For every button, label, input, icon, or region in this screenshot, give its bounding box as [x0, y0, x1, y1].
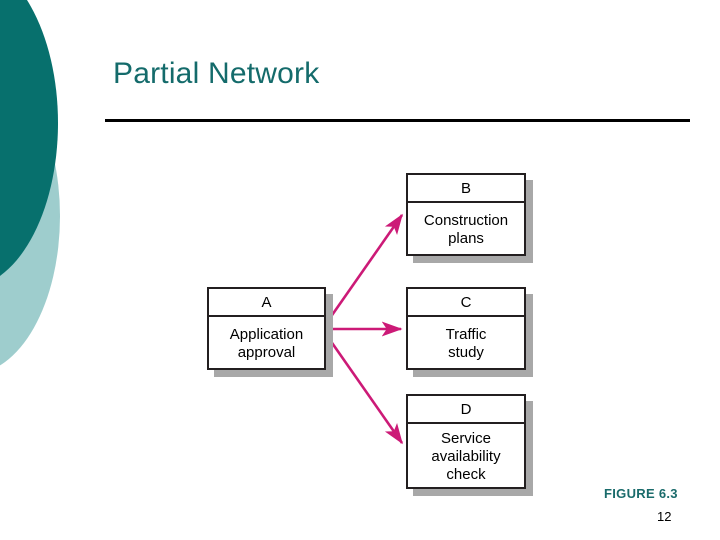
node-a-label: Application approval	[229, 325, 304, 361]
node-c-id: C	[408, 289, 524, 317]
arrow-a-to-b	[328, 213, 404, 319]
arrow-a-to-d	[328, 339, 404, 445]
title-divider	[105, 119, 690, 122]
node-a-id: A	[209, 289, 324, 317]
node-d-id: D	[408, 396, 524, 424]
diagram-node-c[interactable]: C Traffic study	[406, 287, 526, 370]
figure-caption: FIGURE 6.3	[604, 486, 678, 501]
node-b-id: B	[408, 175, 524, 203]
diagram-node-b[interactable]: B Construction plans	[406, 173, 526, 256]
diagram-node-d[interactable]: D Service availability check	[406, 394, 526, 489]
page-number: 12	[657, 509, 672, 524]
node-b-label: Construction plans	[423, 211, 509, 247]
page-title: Partial Network	[113, 57, 320, 90]
node-d-label: Service availability check	[431, 429, 501, 483]
diagram-node-a[interactable]: A Application approval	[207, 287, 326, 370]
node-c-label: Traffic study	[445, 325, 487, 361]
